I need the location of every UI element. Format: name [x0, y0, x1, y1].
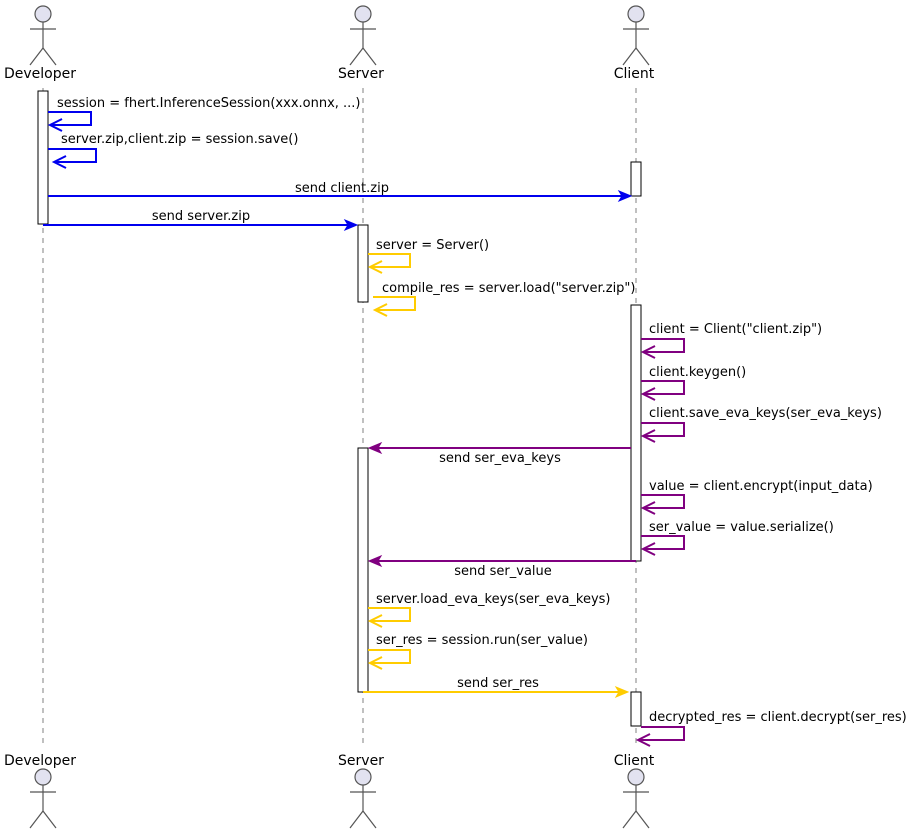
activation-server: [357, 224, 369, 303]
arrowhead-icon: [367, 656, 383, 670]
message-label: send server.zip: [152, 209, 250, 224]
arrowhead-icon: [367, 554, 383, 568]
arrowhead-icon: [51, 155, 67, 169]
message-label: send ser_res: [457, 676, 539, 691]
actor-developer-bottom: Developer: [4, 753, 76, 829]
arrowhead-icon: [617, 189, 633, 203]
message-arrow: [641, 494, 685, 509]
message-client-to-server: send ser_eva_keys: [367, 441, 631, 466]
message-self-server: server = Server(): [367, 238, 489, 274]
activation-server: [357, 447, 369, 693]
message-arrow: [641, 422, 685, 437]
arrowhead-icon: [640, 542, 656, 556]
arrowhead-icon: [640, 429, 656, 443]
message-label: send ser_value: [454, 564, 552, 579]
activation-developer: [37, 90, 49, 225]
arrowhead-icon: [640, 501, 656, 515]
arrowhead-icon: [367, 441, 383, 455]
message-self-server: ser_res = session.run(ser_value): [367, 633, 588, 670]
arrowhead-icon: [343, 218, 359, 232]
arrowhead-icon: [640, 387, 656, 401]
message-self-client: ser_value = value.serialize(): [640, 520, 834, 556]
stick-figure-icon: [349, 768, 377, 829]
actor-name: Client: [614, 753, 655, 769]
message-arrow: [368, 649, 411, 664]
message-label: client.keygen(): [649, 365, 746, 380]
message-arrow: [48, 148, 97, 163]
message-label: send client.zip: [295, 181, 389, 196]
message-arrow: [373, 296, 416, 311]
actor-server-bottom: Server: [338, 753, 384, 829]
message-self-server: server.load_eva_keys(ser_eva_keys): [367, 592, 611, 628]
activation-bars: [37, 90, 642, 727]
activation-client: [630, 691, 642, 727]
actor-name: Client: [614, 66, 655, 82]
message-label: value = client.encrypt(input_data): [649, 479, 873, 494]
message-arrow: [368, 253, 411, 268]
messages: session = fhert.InferenceSession(xxx.onn…: [43, 96, 907, 747]
actors: Developer Server Client Deve: [4, 5, 655, 829]
actor-client-bottom: Client: [614, 753, 655, 829]
message-self-developer: server.zip,client.zip = session.save(): [48, 132, 298, 169]
actor-developer-top: Developer: [4, 5, 76, 82]
message-server-to-client: send ser_res: [363, 676, 630, 699]
message-arrow: [48, 111, 92, 126]
message-label: server.load_eva_keys(ser_eva_keys): [376, 592, 611, 607]
message-label: server = Server(): [376, 238, 489, 253]
message-developer-to-client: send client.zip: [48, 181, 633, 203]
message-arrow: [641, 380, 685, 395]
message-label: compile_res = server.load("server.zip"): [382, 281, 635, 296]
actor-name: Server: [338, 66, 384, 82]
actor-name: Developer: [4, 753, 76, 769]
actor-name: Server: [338, 753, 384, 769]
message-arrow: [641, 338, 685, 353]
message-developer-to-server: send server.zip: [43, 209, 359, 232]
message-arrow: [641, 535, 685, 550]
stick-figure-icon: [29, 768, 57, 829]
message-self-client: client.save_eva_keys(ser_eva_keys): [640, 406, 882, 443]
arrowhead-icon: [614, 685, 630, 699]
arrowhead-icon: [367, 260, 383, 274]
stick-figure-icon: [622, 5, 650, 66]
arrowhead-icon: [47, 118, 63, 132]
activation-client: [630, 161, 642, 197]
message-label: client = Client("client.zip"): [649, 322, 822, 337]
stick-figure-icon: [29, 5, 57, 66]
message-self-server: compile_res = server.load("server.zip"): [372, 281, 635, 317]
message-client-to-server: send ser_value: [367, 554, 636, 579]
message-label: server.zip,client.zip = session.save(): [61, 132, 298, 147]
message-self-developer: session = fhert.InferenceSession(xxx.onn…: [47, 96, 361, 132]
message-label: ser_value = value.serialize(): [649, 520, 834, 535]
arrowhead-icon: [635, 733, 651, 747]
actor-client-top: Client: [614, 5, 655, 82]
message-self-client: client.keygen(): [640, 365, 746, 401]
actor-server-top: Server: [338, 5, 384, 82]
message-label: session = fhert.InferenceSession(xxx.onn…: [57, 96, 361, 111]
stick-figure-icon: [349, 5, 377, 66]
activation-client: [630, 304, 642, 562]
actor-name: Developer: [4, 66, 76, 82]
arrowhead-icon: [372, 303, 388, 317]
message-self-client: decrypted_res = client.decrypt(ser_res): [635, 710, 907, 747]
arrowhead-icon: [367, 614, 383, 628]
message-self-client: value = client.encrypt(input_data): [640, 479, 873, 515]
message-label: send ser_eva_keys: [439, 451, 561, 466]
message-label: decrypted_res = client.decrypt(ser_res): [649, 710, 907, 725]
message-arrow: [640, 726, 685, 741]
message-self-client: client = Client("client.zip"): [640, 322, 822, 359]
message-label: client.save_eva_keys(ser_eva_keys): [649, 406, 882, 421]
message-arrow: [368, 607, 411, 622]
arrowhead-icon: [640, 345, 656, 359]
stick-figure-icon: [622, 768, 650, 829]
message-label: ser_res = session.run(ser_value): [376, 633, 588, 648]
